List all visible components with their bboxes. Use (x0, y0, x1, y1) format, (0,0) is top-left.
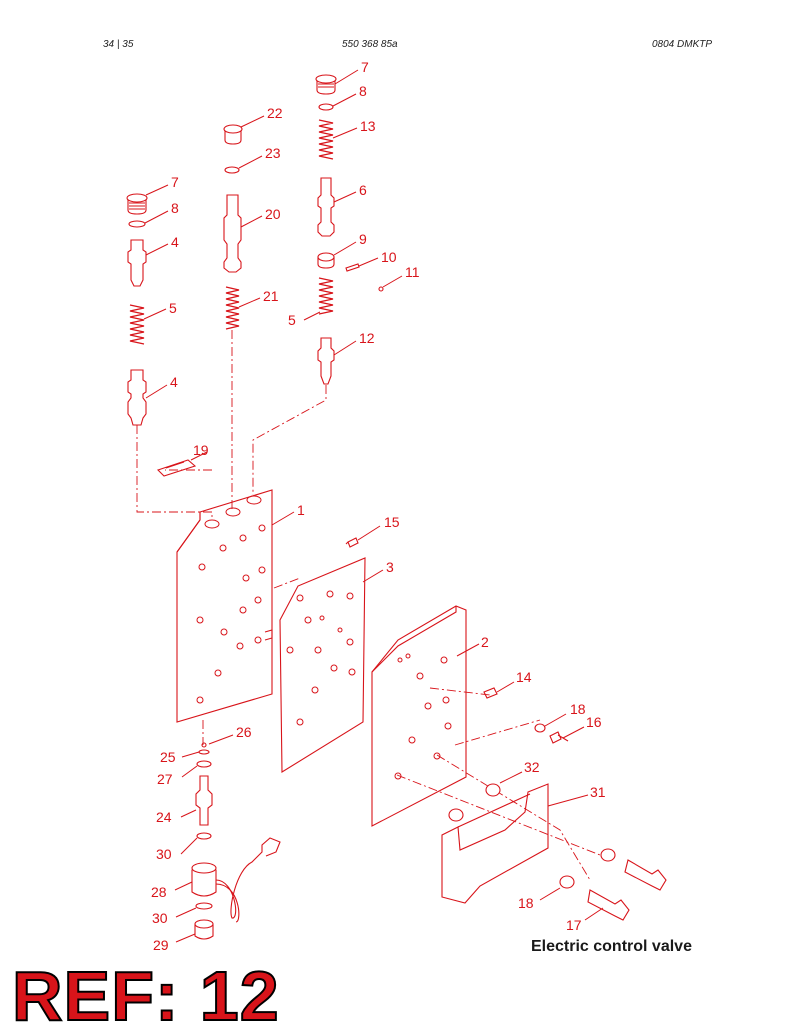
callout-7-left: 7 (171, 174, 179, 190)
o-ring-23 (224, 166, 240, 174)
bracket-31 (441, 783, 549, 904)
plate-2 (371, 605, 467, 827)
callout-9: 9 (359, 231, 367, 247)
callout-8: 8 (359, 83, 367, 99)
callout-26: 26 (236, 724, 252, 740)
callout-15: 15 (384, 514, 400, 530)
plug-7-right (315, 74, 337, 95)
callout-27: 27 (157, 771, 173, 787)
spacer-32-upper (485, 783, 501, 797)
callout-2: 2 (481, 634, 489, 650)
solenoid-24 (195, 775, 213, 826)
callout-22: 22 (267, 105, 283, 121)
callout-16: 16 (586, 714, 602, 730)
piston-4-lower (127, 369, 147, 426)
ring-26 (201, 742, 207, 748)
bolt-17-lower (587, 889, 630, 921)
piston-4-upper (127, 239, 147, 287)
callout-10: 10 (381, 249, 397, 265)
callout-18-lower: 18 (518, 895, 534, 911)
callout-numbers: 7 8 13 22 23 7 8 6 20 4 9 10 11 5 21 5 1… (151, 59, 606, 953)
plug-22 (223, 124, 243, 145)
valve-body-1 (176, 489, 273, 723)
bolt-16 (549, 731, 569, 744)
callout-11: 11 (405, 264, 420, 280)
solenoid-assembly (191, 742, 281, 940)
callout-20: 20 (265, 206, 281, 222)
spring-13 (318, 119, 334, 160)
callout-18-upper: 18 (570, 701, 586, 717)
callout-32: 32 (524, 759, 540, 775)
spring-5-right (318, 277, 334, 315)
screw-15 (345, 537, 359, 548)
callout-21: 21 (263, 288, 279, 304)
callout-5-right: 5 (288, 312, 296, 328)
callout-29: 29 (153, 937, 169, 953)
page-number: 34 | 35 (103, 39, 134, 50)
o-ring-8-left (128, 220, 146, 228)
callout-12: 12 (359, 330, 375, 346)
callout-17: 17 (566, 917, 582, 933)
revision-code: 0804 DMKTP (652, 39, 713, 50)
callout-30-lower: 30 (152, 910, 168, 926)
spool-6 (317, 177, 335, 237)
callout-23: 23 (265, 145, 281, 161)
bolt-14 (483, 687, 498, 699)
callout-25: 25 (160, 749, 176, 765)
document-number: 550 368 85a (342, 39, 398, 50)
callout-30-upper: 30 (156, 846, 172, 862)
leader-lines (143, 69, 604, 943)
plug-29 (194, 924, 214, 940)
reference-banner: REF: 12 (11, 957, 280, 1035)
callout-8-left: 8 (171, 200, 179, 216)
washer-18-right (600, 848, 616, 862)
callout-4-lower: 4 (170, 374, 178, 390)
o-ring-30-lower (195, 902, 213, 910)
left-valve-stack (126, 193, 148, 426)
o-ring-30-upper (196, 832, 212, 840)
pin-10 (345, 263, 360, 272)
callout-24: 24 (156, 809, 172, 825)
spring-21 (225, 286, 240, 330)
bolt-17-upper (624, 859, 667, 891)
callout-4-upper: 4 (171, 234, 179, 250)
o-ring-25 (198, 749, 210, 755)
callout-1: 1 (297, 502, 305, 518)
washer-18-lower (559, 875, 575, 889)
ball-11 (378, 286, 384, 292)
o-ring-27 (196, 760, 212, 768)
diagram-caption: Electric control valve (531, 938, 692, 955)
callout-14: 14 (516, 669, 532, 685)
callout-13: 13 (360, 118, 376, 134)
callout-19: 19 (193, 442, 209, 458)
callout-31: 31 (590, 784, 606, 800)
gasket-3 (279, 557, 366, 773)
callout-7: 7 (361, 59, 369, 75)
bracket-19 (156, 459, 197, 477)
callout-5-left: 5 (169, 300, 177, 316)
piston-12 (317, 337, 335, 385)
washer-18-upper (534, 723, 546, 733)
middle-valve-stack (223, 124, 243, 330)
spring-5-left (129, 304, 145, 345)
o-ring-8-right (318, 103, 334, 111)
callout-6: 6 (359, 182, 367, 198)
spool-20 (223, 194, 242, 273)
callout-28: 28 (151, 884, 167, 900)
right-valve-stack (315, 74, 384, 385)
plug-7-left (126, 193, 148, 215)
callout-3: 3 (386, 559, 394, 575)
assembly-axes (136, 330, 601, 881)
spacer-32-lower (448, 808, 464, 822)
cap-9 (317, 252, 335, 269)
